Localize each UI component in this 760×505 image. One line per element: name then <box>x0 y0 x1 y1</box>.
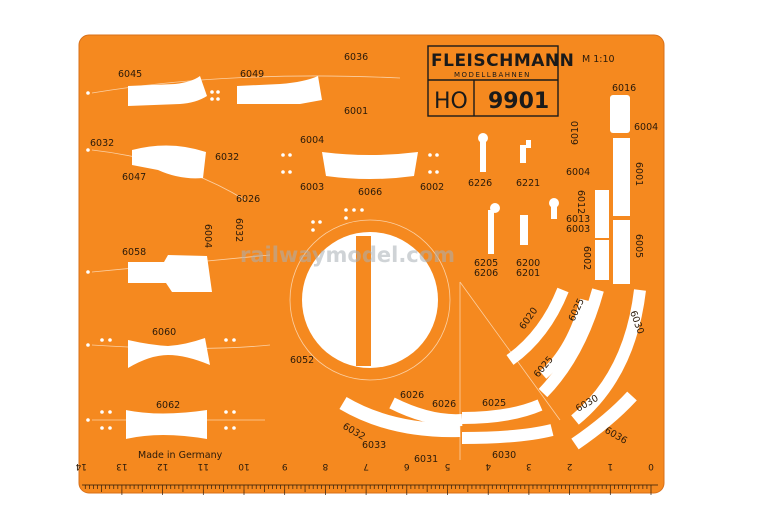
part-label: 6016 <box>612 83 636 94</box>
part-label: 6005 <box>633 234 644 258</box>
ruler-label: 1 <box>607 461 613 471</box>
part-label: 6026 <box>432 399 456 410</box>
part-label: 6206 <box>474 268 498 279</box>
made-in-germany: Made in Germany <box>138 450 223 461</box>
part-label: 6026 <box>400 390 424 401</box>
ruler-label: 12 <box>157 461 168 471</box>
part-label: 6025 <box>482 398 506 409</box>
cutout-6066 <box>322 152 418 179</box>
brand-box: FLEISCHMANN MODELLBAHNEN HO 9901 <box>427 45 574 117</box>
scale-prefix: HO <box>434 89 468 114</box>
arc-6020 <box>506 287 569 365</box>
part-label: 6003 <box>300 182 324 193</box>
part-label: 6221 <box>516 178 540 189</box>
arc-6025-c <box>539 298 590 379</box>
part-label: 6060 <box>152 327 176 338</box>
part-label: 6052 <box>290 355 314 366</box>
ruler-label: 5 <box>445 461 451 471</box>
part-label: 6047 <box>122 172 146 183</box>
part-label: 6058 <box>122 247 146 258</box>
cutout-6058 <box>128 255 212 292</box>
part-label: 6036 <box>344 52 368 63</box>
arc-cutouts <box>339 287 646 444</box>
ruler-label: 10 <box>238 461 250 471</box>
part-label: 6010 <box>570 121 581 145</box>
cutout-6047 <box>132 145 206 179</box>
ruler-label: 4 <box>485 461 491 471</box>
part-label: 6032 <box>233 218 244 242</box>
ruler-label: 2 <box>567 461 573 471</box>
arc-6025-b <box>538 288 604 398</box>
part-label: 6205 <box>474 258 498 269</box>
cutout-6012 <box>595 190 609 238</box>
part-label: 6049 <box>240 69 264 80</box>
cutout-6062 <box>126 410 207 439</box>
turntable-cutout <box>302 232 438 368</box>
part-label: 6032 <box>215 152 239 163</box>
cutout-6045 <box>128 76 207 106</box>
part-label: 6026 <box>236 194 260 205</box>
part-label: 6033 <box>362 440 386 451</box>
ruler-label: 3 <box>526 461 532 471</box>
part-label: 6002 <box>420 182 444 193</box>
part-label: 6200 <box>516 258 540 269</box>
part-label: 6031 <box>414 454 438 465</box>
signal-cutouts <box>478 133 559 254</box>
part-label: 6004 <box>566 167 590 178</box>
ruler-label: 14 <box>75 461 87 471</box>
part-label: 6045 <box>118 69 142 80</box>
cutout-6016-cap <box>610 95 630 133</box>
part-label: 6002 <box>581 246 592 270</box>
ruler-label: 0 <box>648 461 654 471</box>
part-label: 6013 <box>566 214 590 225</box>
part-label: 6062 <box>156 400 180 411</box>
part-label: 6001 <box>633 162 644 186</box>
ruler-label: 9 <box>282 461 288 471</box>
part-label: 6012 <box>575 190 586 214</box>
arc-6025-a <box>461 399 543 424</box>
cutout-6060 <box>128 338 210 368</box>
brand-subtitle: MODELLBAHNEN <box>454 71 531 79</box>
arc-6031 <box>389 397 463 427</box>
cutout-6036-bottom <box>571 391 637 450</box>
watermark: railwaymodel.com <box>240 243 455 267</box>
arc-6032-6033 <box>339 396 461 438</box>
part-label: 6004 <box>202 224 213 248</box>
part-label: 6226 <box>468 178 492 189</box>
scale-ratio: M 1:10 <box>582 54 615 65</box>
part-label: 6004 <box>634 122 658 133</box>
part-label: 6004 <box>300 135 324 146</box>
ruler-label: 13 <box>116 461 127 471</box>
cutout-6049 <box>237 76 322 104</box>
arc-6030-right <box>571 289 646 425</box>
brand-name: FLEISCHMANN <box>431 51 574 71</box>
ruler-label: 6 <box>404 461 410 471</box>
part-label: 6201 <box>516 268 540 279</box>
arc-6030-bottom <box>461 424 554 444</box>
part-label: 6030 <box>492 450 516 461</box>
ruler-label: 11 <box>198 461 209 471</box>
part-label: 6003 <box>566 224 590 235</box>
ruler-label: 8 <box>322 461 328 471</box>
part-label: 6032 <box>90 138 114 149</box>
part-label: 6066 <box>358 187 382 198</box>
ruler-label: 7 <box>363 461 369 471</box>
cutout-6002-right <box>595 240 609 280</box>
cutout-6005-right <box>613 220 630 284</box>
cutout-6001-right <box>613 138 630 216</box>
model-number: 9901 <box>488 89 549 114</box>
part-label: 6001 <box>344 106 368 117</box>
dot-holes <box>86 90 439 430</box>
